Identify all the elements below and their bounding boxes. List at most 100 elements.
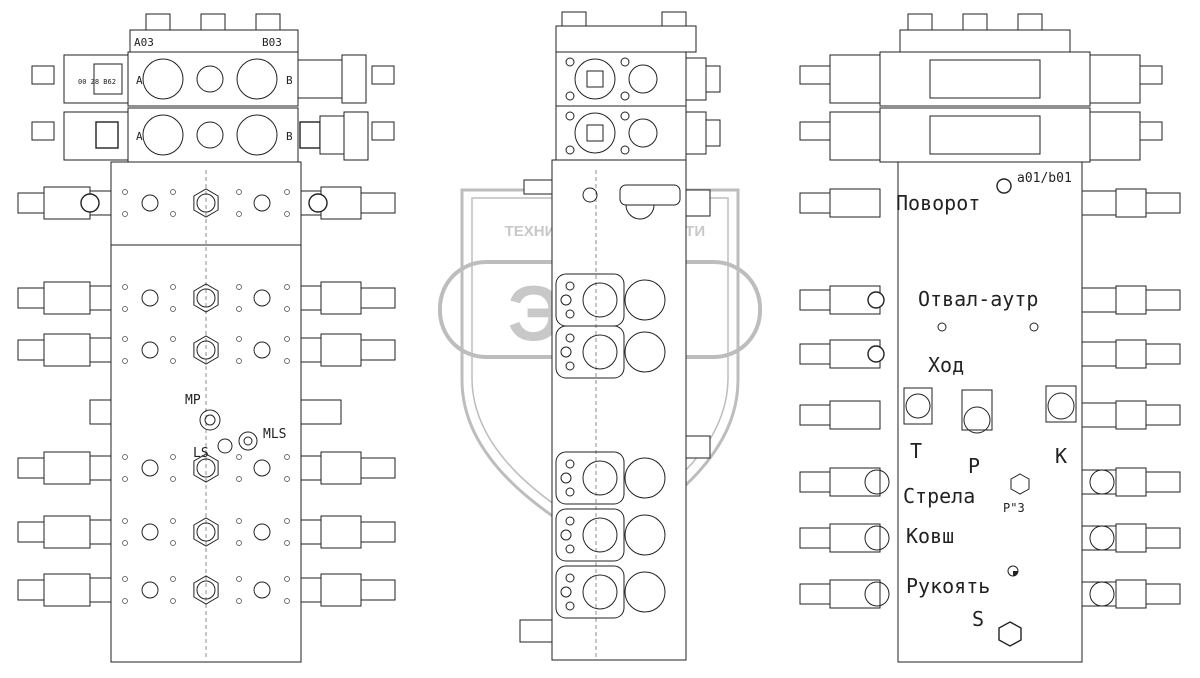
hex-plug <box>193 453 219 483</box>
right-side-fitting <box>1115 188 1147 218</box>
hex-plug-bore <box>196 522 216 542</box>
section-flange <box>555 565 625 619</box>
right-solenoid-2 <box>799 107 1163 163</box>
middle-solenoid-2 <box>555 105 721 161</box>
left-side-fitting <box>89 337 112 363</box>
right-side-fitting <box>360 521 396 543</box>
right-side-fitting <box>300 337 322 363</box>
left-side-fitting <box>43 333 91 367</box>
bolt-hole <box>560 346 572 358</box>
port-circle <box>253 289 271 307</box>
port-circle <box>141 194 159 212</box>
bolt-hole <box>170 284 176 290</box>
port-circle <box>582 282 618 318</box>
hex-plug <box>193 283 219 313</box>
bolt-hole <box>565 516 575 526</box>
bolt-hole <box>560 586 572 598</box>
bolt-hole <box>236 189 242 195</box>
a01-b01-port <box>996 178 1012 194</box>
right-side-fitting <box>360 192 396 214</box>
right-side-fitting <box>1115 467 1147 497</box>
right-side-fitting <box>1145 404 1181 426</box>
mls-port <box>238 431 258 451</box>
bottom-fitting <box>519 619 553 643</box>
port-a-label-1: A <box>136 74 143 87</box>
label-p3: P"3 <box>1003 501 1025 515</box>
bolt-hole <box>284 336 290 342</box>
solenoid-section-2: A B <box>31 107 395 163</box>
bolt-hole <box>284 540 290 546</box>
hex-plug-bore <box>196 193 216 213</box>
left-side-fitting <box>799 471 831 493</box>
bolt-hole <box>560 472 572 484</box>
hex-plug <box>193 335 219 365</box>
section-label-strela: Стрела <box>903 484 975 508</box>
right-side-fitting <box>320 451 362 485</box>
right-side-fitting <box>1115 579 1147 609</box>
right-side-fitting <box>1081 287 1117 313</box>
left-side-fitting <box>89 455 112 481</box>
bolt-hole <box>170 358 176 364</box>
right-side-fitting <box>360 287 396 309</box>
bolt-hole <box>236 576 242 582</box>
port-circle <box>624 571 666 613</box>
bolt-hole <box>236 598 242 604</box>
mp-port <box>199 409 221 431</box>
port-circle <box>624 514 666 556</box>
bolt-hole <box>170 306 176 312</box>
right-side-fitting <box>1145 192 1181 214</box>
bolt-hole <box>236 540 242 546</box>
left-side-fitting <box>829 579 881 609</box>
right-side-fitting <box>1145 583 1181 605</box>
left-side-fitting <box>829 523 881 553</box>
right-side-fitting <box>360 579 396 601</box>
left-side-fitting <box>89 577 112 603</box>
swivel-fitting-icon <box>864 581 890 607</box>
bolt-hole <box>284 306 290 312</box>
right-side-fitting <box>300 577 322 603</box>
left-side-fitting <box>799 289 831 311</box>
bolt-hole <box>236 358 242 364</box>
right-side-fitting <box>1081 341 1117 367</box>
section-flange <box>555 325 625 379</box>
right-side-fitting <box>1145 343 1181 365</box>
right-side-fitting <box>320 573 362 607</box>
left-side-fitting <box>43 515 91 549</box>
right-side-fitting <box>1145 471 1181 493</box>
bolt-hole <box>565 361 575 371</box>
solenoid-section-1: A B 00 Z8 B62 <box>31 51 395 107</box>
hex-plug-bore <box>196 458 216 478</box>
middle-section-rows <box>555 184 681 619</box>
bolt-hole <box>565 601 575 611</box>
left-side-fitting <box>829 467 881 497</box>
bolt-hole <box>170 540 176 546</box>
port-circle <box>624 457 666 499</box>
right-side-fitting <box>300 455 322 481</box>
hex-plug-bore <box>196 288 216 308</box>
left-side-fitting <box>89 519 112 545</box>
left-side-fitting <box>799 343 831 365</box>
port-circle <box>253 523 271 541</box>
plate-code-label: 00 Z8 B62 <box>78 78 116 86</box>
bolt-hole <box>560 529 572 541</box>
left-side-fitting <box>829 188 881 218</box>
right-side-fitting <box>360 339 396 361</box>
port-circle <box>582 334 618 370</box>
bolt-hole <box>565 459 575 469</box>
bolt-hole <box>565 487 575 497</box>
bolt-hole <box>122 358 128 364</box>
bolt-hole <box>236 336 242 342</box>
bolt-hole <box>236 211 242 217</box>
label-ls: LS <box>193 446 209 461</box>
label-p: P <box>968 454 980 478</box>
bolt-hole <box>236 306 242 312</box>
lock-nut-icon <box>867 291 885 309</box>
ls-port <box>217 438 233 454</box>
section-flange <box>555 508 625 562</box>
lock-nut-icon <box>80 193 100 213</box>
top-fittings <box>145 13 281 33</box>
right-solenoid-1 <box>799 51 1163 107</box>
bolt-hole <box>122 211 128 217</box>
left-side-fitting <box>799 404 831 426</box>
